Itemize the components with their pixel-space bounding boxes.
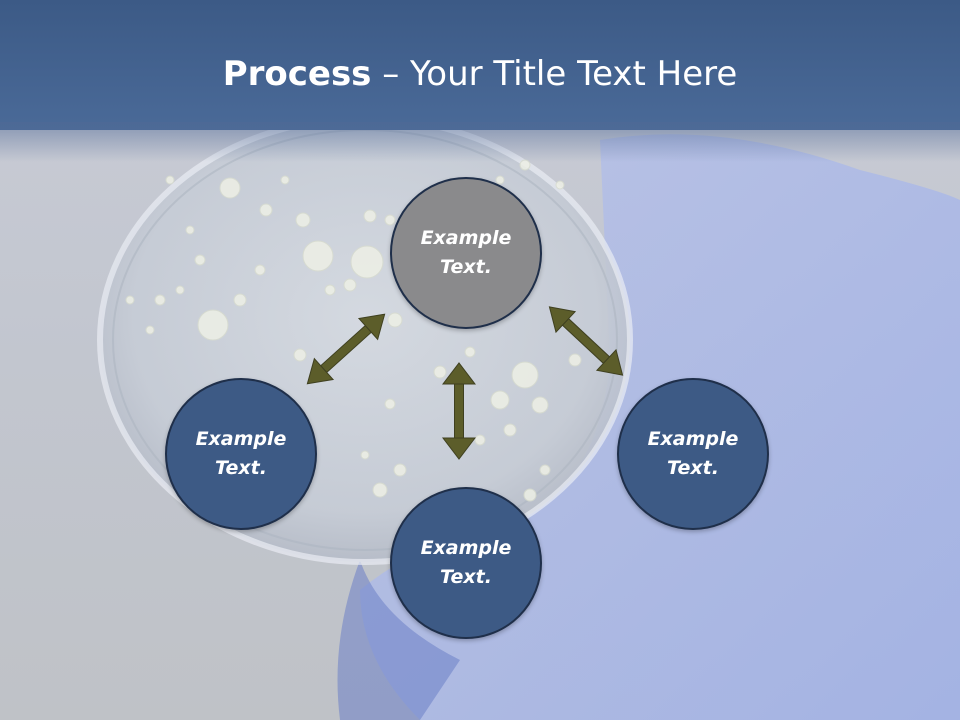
node-right-line2: Text. xyxy=(667,457,719,479)
title-bar-fade xyxy=(0,122,960,162)
node-left-line1: Example xyxy=(195,428,287,450)
node-bottom-line2: Text. xyxy=(440,566,492,588)
slide-title[interactable]: Process – Your Title Text Here xyxy=(0,50,960,98)
title-bar xyxy=(0,0,960,130)
process-node-left[interactable]: Example Text. xyxy=(165,378,317,530)
double-arrow-top-left xyxy=(306,313,386,385)
node-top-line2: Text. xyxy=(440,256,492,278)
node-left-line2: Text. xyxy=(215,457,267,479)
double-arrow-vertical xyxy=(441,362,477,460)
slide-title-rest: – Your Title Text Here xyxy=(371,54,738,94)
process-node-right[interactable]: Example Text. xyxy=(617,378,769,530)
slide-title-bold: Process xyxy=(222,54,372,94)
process-node-bottom[interactable]: Example Text. xyxy=(390,487,542,639)
node-top-line1: Example xyxy=(420,227,512,249)
node-right-line1: Example xyxy=(647,428,739,450)
process-node-top[interactable]: Example Text. xyxy=(390,177,542,329)
node-bottom-line1: Example xyxy=(420,537,512,559)
double-arrow-top-right xyxy=(548,306,624,376)
